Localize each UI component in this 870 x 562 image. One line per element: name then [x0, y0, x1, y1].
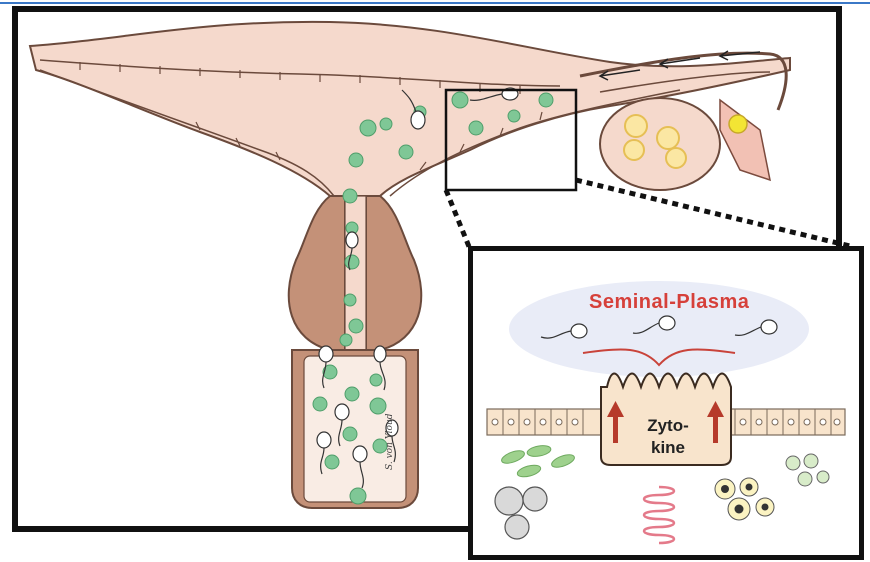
cytokine-label: Zyto- kine — [623, 415, 713, 459]
zoom-leader-1 — [446, 190, 472, 254]
cervix-left — [289, 196, 345, 350]
leaf-cells — [500, 444, 576, 479]
zoom-leader-2 — [576, 180, 850, 246]
cytokine-label-line-2: kine — [623, 437, 713, 459]
immune-cells-right — [715, 478, 774, 520]
seminal-plasma-label: Seminal-Plasma — [589, 291, 749, 314]
coiled-protein — [644, 487, 674, 543]
cervix-right — [366, 196, 421, 350]
zoom-inset: Seminal-Plasma Zyto- kine — [468, 246, 864, 560]
immune-cells-left — [495, 487, 547, 539]
cytokine-label-line-1: Zyto- — [623, 415, 713, 437]
immune-cells-far-right — [786, 454, 829, 486]
ovary — [600, 98, 770, 190]
